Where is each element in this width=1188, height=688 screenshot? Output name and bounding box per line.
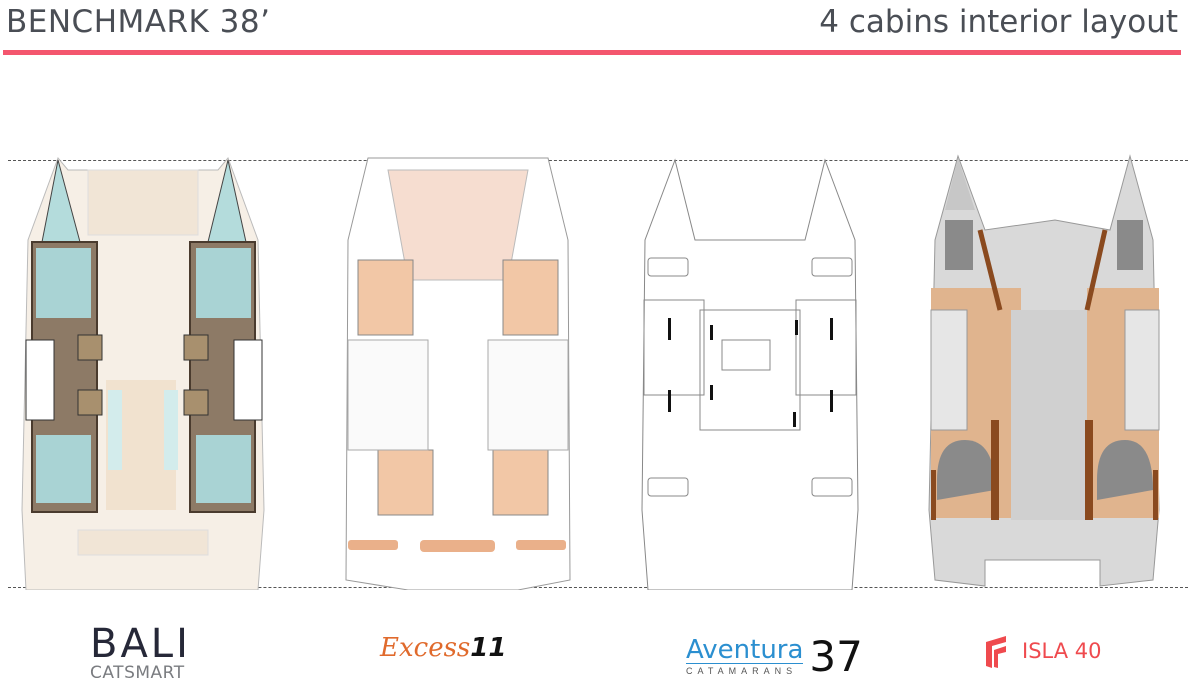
excess-logo: Excess11 [380,633,506,663]
aventura-floor-plan [641,158,859,590]
excess-logo-number: 11 [470,633,507,663]
bow-reference-line [8,160,1188,161]
bali-logo-subtext: CATSMART [90,663,185,683]
excess-floor-plan [345,157,571,590]
aventura-logo: Aventura CATAMARANS 37 [686,632,863,681]
isla-floor-plan [928,154,1160,587]
bali-logo-text: BALI [90,621,191,667]
isla-logo-text: ISLA 40 [1022,639,1102,663]
page-title: BENCHMARK 38’ [6,4,271,40]
bali-logo: BALI CATSMART [90,624,191,682]
accent-divider [3,50,1181,55]
aventura-logo-subtext: CATAMARANS [686,663,804,676]
bali-floor-plan [21,157,265,590]
stern-reference-line [8,587,1188,588]
aventura-logo-number: 37 [809,632,863,681]
aventura-logo-text: Aventura [686,635,804,665]
isla-logo: ISLA 40 [984,634,1101,668]
page-subtitle: 4 cabins interior layout [819,4,1178,40]
excess-logo-text: Excess [380,633,471,663]
fountaine-pajot-icon [986,636,1006,668]
